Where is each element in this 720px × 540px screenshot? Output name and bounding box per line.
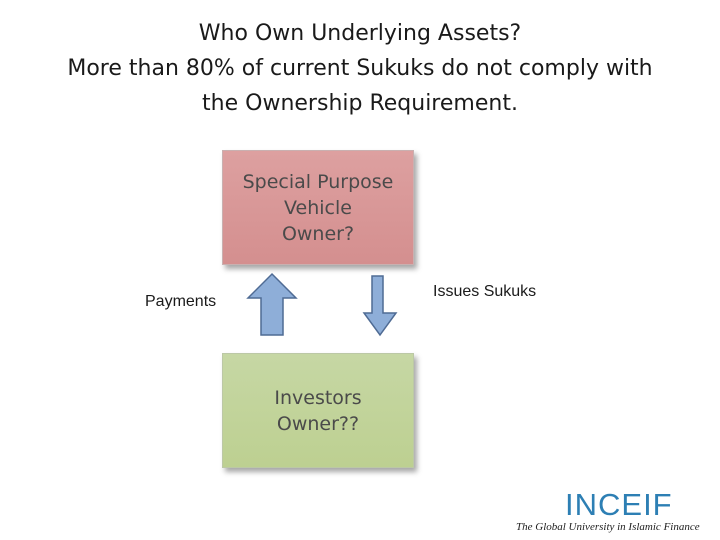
spv-box-line-2: Vehicle (284, 196, 352, 219)
logo-tagline: The Global University in Islamic Finance (516, 521, 700, 533)
title-line-2: More than 80% of current Sukuks do not c… (67, 56, 653, 81)
title-line-3: the Ownership Requirement. (202, 91, 518, 116)
investors-box: Investors Owner?? (222, 353, 414, 468)
logo-name: INCEIF (565, 487, 673, 522)
investors-box-line-2: Owner?? (276, 412, 360, 435)
investors-box-line-1: Investors (274, 386, 362, 409)
spv-box-line-3: Owner? (281, 222, 355, 245)
title-line-1: Who Own Underlying Assets? (198, 21, 522, 46)
payments-label: Payments (145, 293, 217, 310)
issues-down-arrow (362, 275, 398, 337)
payments-up-arrow (246, 272, 298, 336)
spv-box-line-1: Special Purpose (242, 170, 394, 193)
issues-sukuks-label: Issues Sukuks (433, 283, 537, 300)
inceif-logo: INCEIF The Global University in Islamic … (510, 488, 715, 536)
slide-title: Who Own Underlying Assets? More than 80%… (0, 16, 720, 121)
spv-box: Special Purpose Vehicle Owner? (222, 150, 414, 265)
